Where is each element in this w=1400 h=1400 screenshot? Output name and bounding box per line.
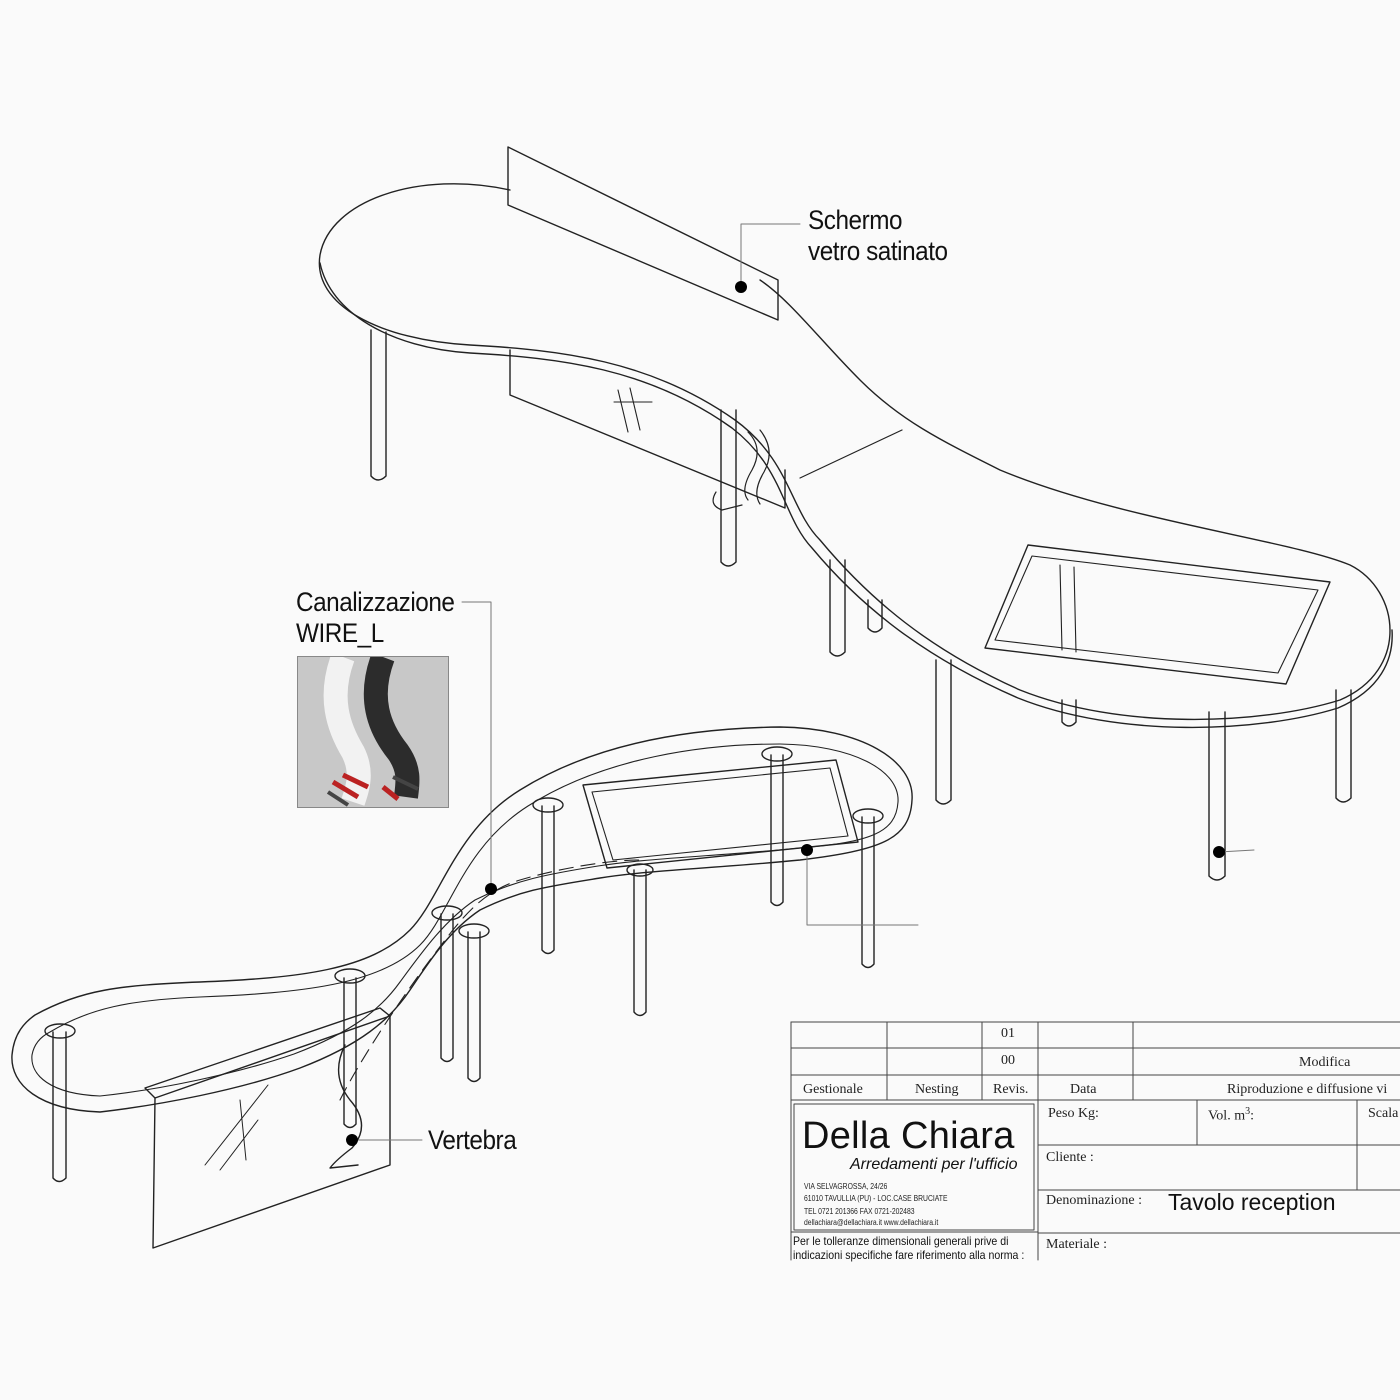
upper-desk-legs <box>370 329 1352 881</box>
company-logo-name: Della Chiara <box>802 1115 1015 1157</box>
nesting-header: Nesting <box>915 1082 959 1097</box>
title-block-grid <box>790 1021 1400 1261</box>
company-address-line-4: dellachiara@dellachiara.it www.dellachia… <box>804 1218 939 1227</box>
tolerance-note-line-1: Per le tolleranze dimensionali generali … <box>793 1234 1009 1248</box>
lower-desk-opening <box>582 759 859 869</box>
callout-glass-screen-line2: vetro satinato <box>808 236 948 266</box>
gestionale-header: Gestionale <box>803 1082 863 1097</box>
denominazione-label: Denominazione : <box>1046 1193 1143 1208</box>
modifica-header: Modifica <box>1299 1055 1351 1070</box>
callout-cable-channel-line1: Canalizzazione <box>296 587 455 617</box>
revisione-header: Revis. <box>993 1082 1029 1097</box>
company-address-line-3: TEL 0721 201366 FAX 0721-202483 <box>804 1207 915 1216</box>
callout-vertebra: Vertebra <box>428 1125 517 1155</box>
callout-glass-screen: Schermo vetro satinato <box>808 205 948 267</box>
denominazione-value: Tavolo reception <box>1168 1189 1336 1215</box>
under-desk-cable-spine <box>744 429 770 505</box>
riproduzione-header: Riproduzione e diffusione vi <box>1227 1082 1388 1097</box>
company-address-line-1: VIA SELVAGROSSA, 24/26 <box>804 1182 888 1191</box>
company-address-line-2: 61010 TAVULLIA (PU) - LOC.CASE BRUCIATE <box>804 1194 948 1203</box>
desktop-opening <box>984 544 1331 685</box>
callout-glass-screen-line1: Schermo <box>808 205 903 235</box>
revision-01: 01 <box>1001 1026 1015 1041</box>
lower-desk-legs <box>44 746 884 1183</box>
glass-screen <box>507 146 779 321</box>
cable-channel-photo <box>297 656 449 808</box>
tolerance-note-line-2: indicazioni specifiche fare riferimento … <box>793 1248 1025 1262</box>
revision-00: 00 <box>1001 1053 1015 1068</box>
front-panel <box>144 1007 391 1099</box>
vertebra-spine <box>329 1044 363 1169</box>
callout-cable-channel: Canalizzazione WIRE_L <box>296 587 455 649</box>
modesty-panel <box>509 349 786 509</box>
volume-label: Vol. m3: <box>1208 1106 1254 1125</box>
lower-desk-top <box>11 726 913 1113</box>
upper-desk <box>318 146 1393 881</box>
data-header: Data <box>1070 1082 1097 1097</box>
upper-desk-top <box>318 183 1391 721</box>
callout-cable-channel-line2: WIRE_L <box>296 618 384 648</box>
cliente-label: Cliente : <box>1046 1150 1094 1165</box>
scala-label: Scala <box>1368 1106 1399 1121</box>
materiale-label: Materiale : <box>1046 1237 1108 1252</box>
volume-label-exponent: 3 <box>1245 1106 1251 1117</box>
wire-route <box>339 859 641 1101</box>
peso-label: Peso Kg: <box>1048 1106 1099 1121</box>
lower-desk <box>11 601 919 1249</box>
volume-label-text: Vol. m <box>1208 1108 1246 1124</box>
volume-label-colon: : <box>1250 1108 1254 1124</box>
company-tagline: Arredamenti per l'ufficio <box>850 1156 1018 1173</box>
